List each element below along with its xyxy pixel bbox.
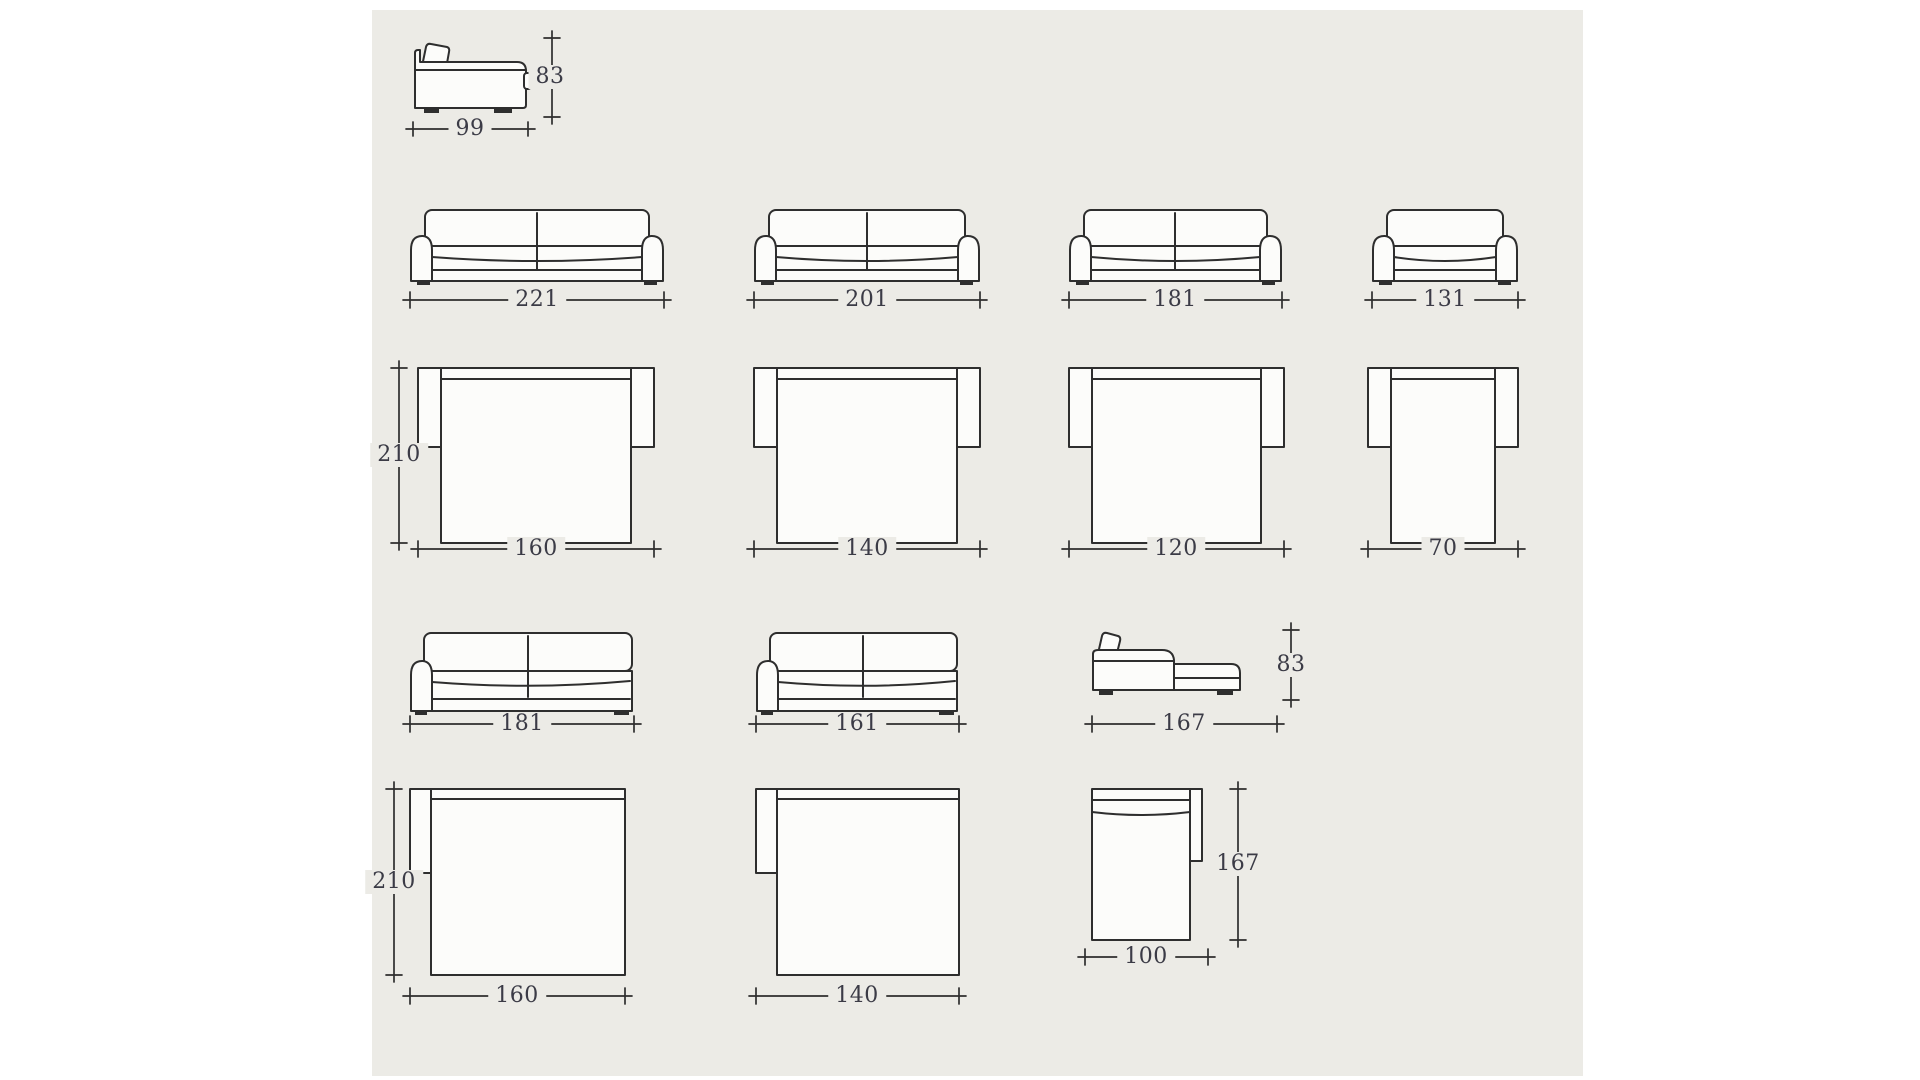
sofa-side-view-drawing — [405, 30, 561, 137]
dim-label-width-161-onearm: 161 — [828, 712, 886, 736]
dim-label-width-160-open: 160 — [507, 537, 565, 561]
dim-label-depth-99: 99 — [448, 117, 492, 141]
chaise-side-view-drawing — [1092, 622, 1300, 708]
one-arm-bed-top-140-drawing — [755, 788, 960, 976]
dim-label-width-181-front: 181 — [1146, 288, 1204, 312]
sofa-front-221-drawing — [410, 209, 664, 285]
sofa-bed-top-70-drawing — [1367, 367, 1519, 544]
one-arm-bed-top-160-drawing — [409, 788, 626, 976]
dim-label-width-160-onearm-open: 160 — [488, 984, 546, 1008]
one-arm-sofa-front-181-drawing — [410, 632, 633, 715]
sofa-front-181-drawing — [1069, 209, 1282, 285]
sofa-front-131-drawing — [1372, 209, 1518, 285]
sofa-bed-top-160-drawing — [417, 367, 655, 544]
dim-label-width-140-open: 140 — [838, 537, 896, 561]
dim-label-width-100-chaise-top: 100 — [1117, 945, 1175, 969]
chaise-top-view-drawing — [1077, 781, 1247, 966]
dim-label-width-131: 131 — [1416, 288, 1474, 312]
dim-label-length-167-chaise-top: 167 — [1209, 852, 1267, 876]
dim-label-width-201: 201 — [838, 288, 896, 312]
dim-label-height-83-chaise: 83 — [1269, 653, 1313, 677]
dim-label-length-167-chaise: 167 — [1155, 712, 1213, 736]
dim-label-width-140-onearm-open: 140 — [828, 984, 886, 1008]
one-arm-sofa-front-161-drawing — [756, 632, 958, 715]
sofa-front-201-drawing — [754, 209, 980, 285]
dim-label-width-70-open: 70 — [1421, 537, 1465, 561]
dim-label-width-181-onearm: 181 — [493, 712, 551, 736]
sofa-bed-top-120-drawing — [1068, 367, 1285, 544]
dim-label-width-120-open: 120 — [1147, 537, 1205, 561]
dim-label-depth-210-open: 210 — [370, 443, 428, 467]
dim-label-height-83: 83 — [528, 65, 572, 89]
dim-label-depth-210-onearm-open: 210 — [365, 870, 423, 894]
dim-label-width-221: 221 — [508, 288, 566, 312]
sofa-bed-top-140-drawing — [753, 367, 981, 544]
